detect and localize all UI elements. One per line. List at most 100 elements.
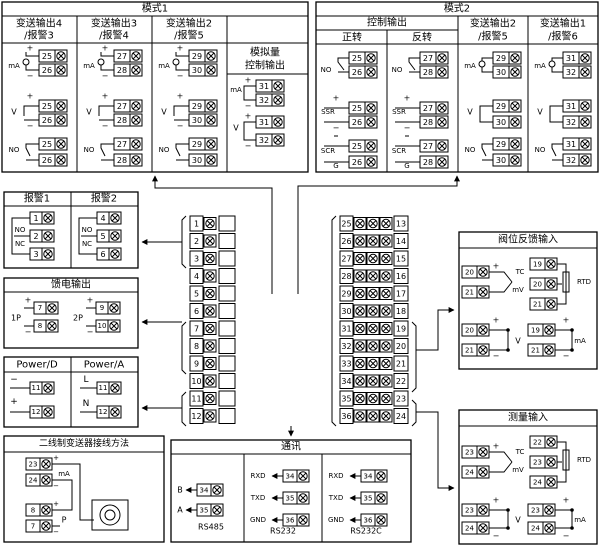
rtd-label: RTD bbox=[577, 278, 591, 286]
wire bbox=[557, 263, 567, 305]
center-right-number-b bbox=[393, 215, 409, 232]
center-right-number-b bbox=[393, 233, 409, 249]
center-right-screw-icon bbox=[353, 234, 367, 248]
center-right-label-a: 33 bbox=[341, 360, 351, 369]
alarm2-terminal-label: 6 bbox=[100, 250, 105, 259]
center-right-screw-icon bbox=[379, 357, 393, 370]
b-label: B bbox=[177, 486, 183, 495]
center-right-number-a bbox=[339, 233, 354, 249]
alarm-screw-icon bbox=[41, 229, 55, 243]
mode1-terminal-screw-icon bbox=[204, 153, 218, 167]
analog-terminal-screw-icon bbox=[271, 115, 285, 129]
comm-terminal-label: 34 bbox=[286, 473, 295, 481]
wire bbox=[557, 441, 567, 483]
center-right-screw-icon bbox=[366, 357, 380, 370]
center-left-number bbox=[189, 233, 204, 249]
twowire-screw-icon bbox=[39, 473, 53, 487]
v-label: V bbox=[537, 108, 543, 117]
mode1-col-head: 变送输出3 bbox=[91, 17, 137, 30]
center-left-spare bbox=[218, 215, 236, 232]
mode2-terminal-label: 32 bbox=[566, 156, 576, 165]
mode2-terminal-label: 30 bbox=[496, 118, 506, 127]
plus-sign: + bbox=[245, 76, 252, 85]
plus-sign: + bbox=[27, 44, 34, 53]
mode1-terminal-label: 26 bbox=[42, 116, 52, 125]
mode1-terminal-screw-icon bbox=[204, 49, 218, 63]
feed-panel bbox=[3, 277, 139, 349]
txd-label: TXD bbox=[250, 494, 265, 502]
mode1-panel bbox=[1, 1, 309, 173]
plus-sign: + bbox=[25, 296, 32, 305]
center-left-screw-icon bbox=[203, 392, 217, 405]
minus-sign: − bbox=[177, 72, 184, 81]
wire bbox=[481, 57, 493, 61]
feed-terminal-label: 8 bbox=[38, 322, 42, 330]
feed-screw-icon bbox=[107, 301, 121, 315]
center-right-number-a bbox=[339, 303, 354, 319]
mode2-terminal-screw-icon bbox=[578, 99, 592, 113]
mode1-terminal-label: 25 bbox=[42, 102, 52, 111]
plus-sign: + bbox=[27, 92, 34, 101]
power-screw-icon bbox=[108, 405, 122, 419]
center-right-screw-icon bbox=[366, 409, 380, 423]
g-label: G bbox=[333, 162, 338, 170]
valve-terminal-label: 21 bbox=[465, 289, 474, 297]
center-right-label-b: 16 bbox=[396, 272, 406, 281]
measure-terminal-label: 24 bbox=[533, 479, 542, 487]
center-right-screw-icon bbox=[353, 409, 367, 423]
valve-terminal-label: 19 bbox=[531, 327, 540, 335]
connection-dot bbox=[570, 526, 574, 530]
rs232-label: RS232 bbox=[270, 527, 296, 536]
v-label: V bbox=[233, 124, 239, 133]
analog-head: 模拟量 bbox=[250, 46, 280, 59]
plus-sign: + bbox=[493, 262, 500, 271]
relay-contact bbox=[481, 143, 493, 157]
bracket-left-0 bbox=[181, 215, 187, 269]
center-left-label: 3 bbox=[194, 255, 199, 264]
feed-terminal-label: 10 bbox=[98, 322, 107, 330]
center-right-screw-icon bbox=[353, 339, 367, 353]
center-right-number-b bbox=[393, 373, 409, 389]
feed-title: 馈电输出 bbox=[51, 278, 91, 291]
plus-sign: + bbox=[177, 92, 184, 101]
center-right-screw-icon bbox=[366, 374, 380, 388]
wire bbox=[243, 85, 256, 101]
control-output-title: 控制输出 bbox=[367, 16, 407, 29]
v-label: V bbox=[515, 516, 521, 525]
center-left-number bbox=[189, 250, 204, 267]
plus-sign: + bbox=[563, 316, 570, 325]
center-left-spare bbox=[218, 233, 236, 249]
mode2-terminal-screw-icon bbox=[364, 139, 378, 153]
mode2-terminal-screw-icon bbox=[578, 137, 592, 151]
power-terminal-label: 11 bbox=[99, 384, 108, 392]
center-right-number-b bbox=[393, 303, 409, 319]
connection-dot bbox=[570, 508, 574, 512]
center-right-screw-icon bbox=[353, 322, 367, 335]
alarm1-terminal-label: 2 bbox=[33, 232, 38, 241]
center-left-number bbox=[189, 320, 204, 337]
mode1-terminal-screw-icon bbox=[129, 63, 143, 77]
v-label: V bbox=[161, 108, 167, 117]
ma-label: mA bbox=[83, 62, 95, 70]
mode1-terminal-label: 28 bbox=[117, 66, 127, 75]
center-left-spare bbox=[218, 390, 236, 407]
feed-screw-icon bbox=[107, 319, 121, 333]
alarm2-title: 报警2 bbox=[91, 192, 117, 205]
center-right-label-b: 13 bbox=[396, 220, 406, 229]
wire bbox=[52, 479, 73, 511]
comm-terminal-label: 34 bbox=[200, 487, 209, 495]
valve-panel bbox=[458, 231, 598, 370]
valve-screw-icon bbox=[542, 323, 556, 337]
wire bbox=[175, 52, 189, 57]
center-right-screw-icon bbox=[366, 234, 380, 248]
ma-label: mA bbox=[58, 470, 70, 478]
valve-terminal-label: 19 bbox=[533, 261, 542, 269]
center-left-screw-icon bbox=[203, 217, 217, 230]
center-right-number-a bbox=[339, 320, 354, 337]
mode2-terminal-screw-icon bbox=[508, 99, 522, 113]
ma-label: mA bbox=[534, 62, 546, 70]
mode2-terminal-label: 25 bbox=[352, 104, 362, 113]
measure-terminal-label: 23 bbox=[533, 459, 542, 467]
mode2-terminal-label: 32 bbox=[566, 118, 576, 127]
